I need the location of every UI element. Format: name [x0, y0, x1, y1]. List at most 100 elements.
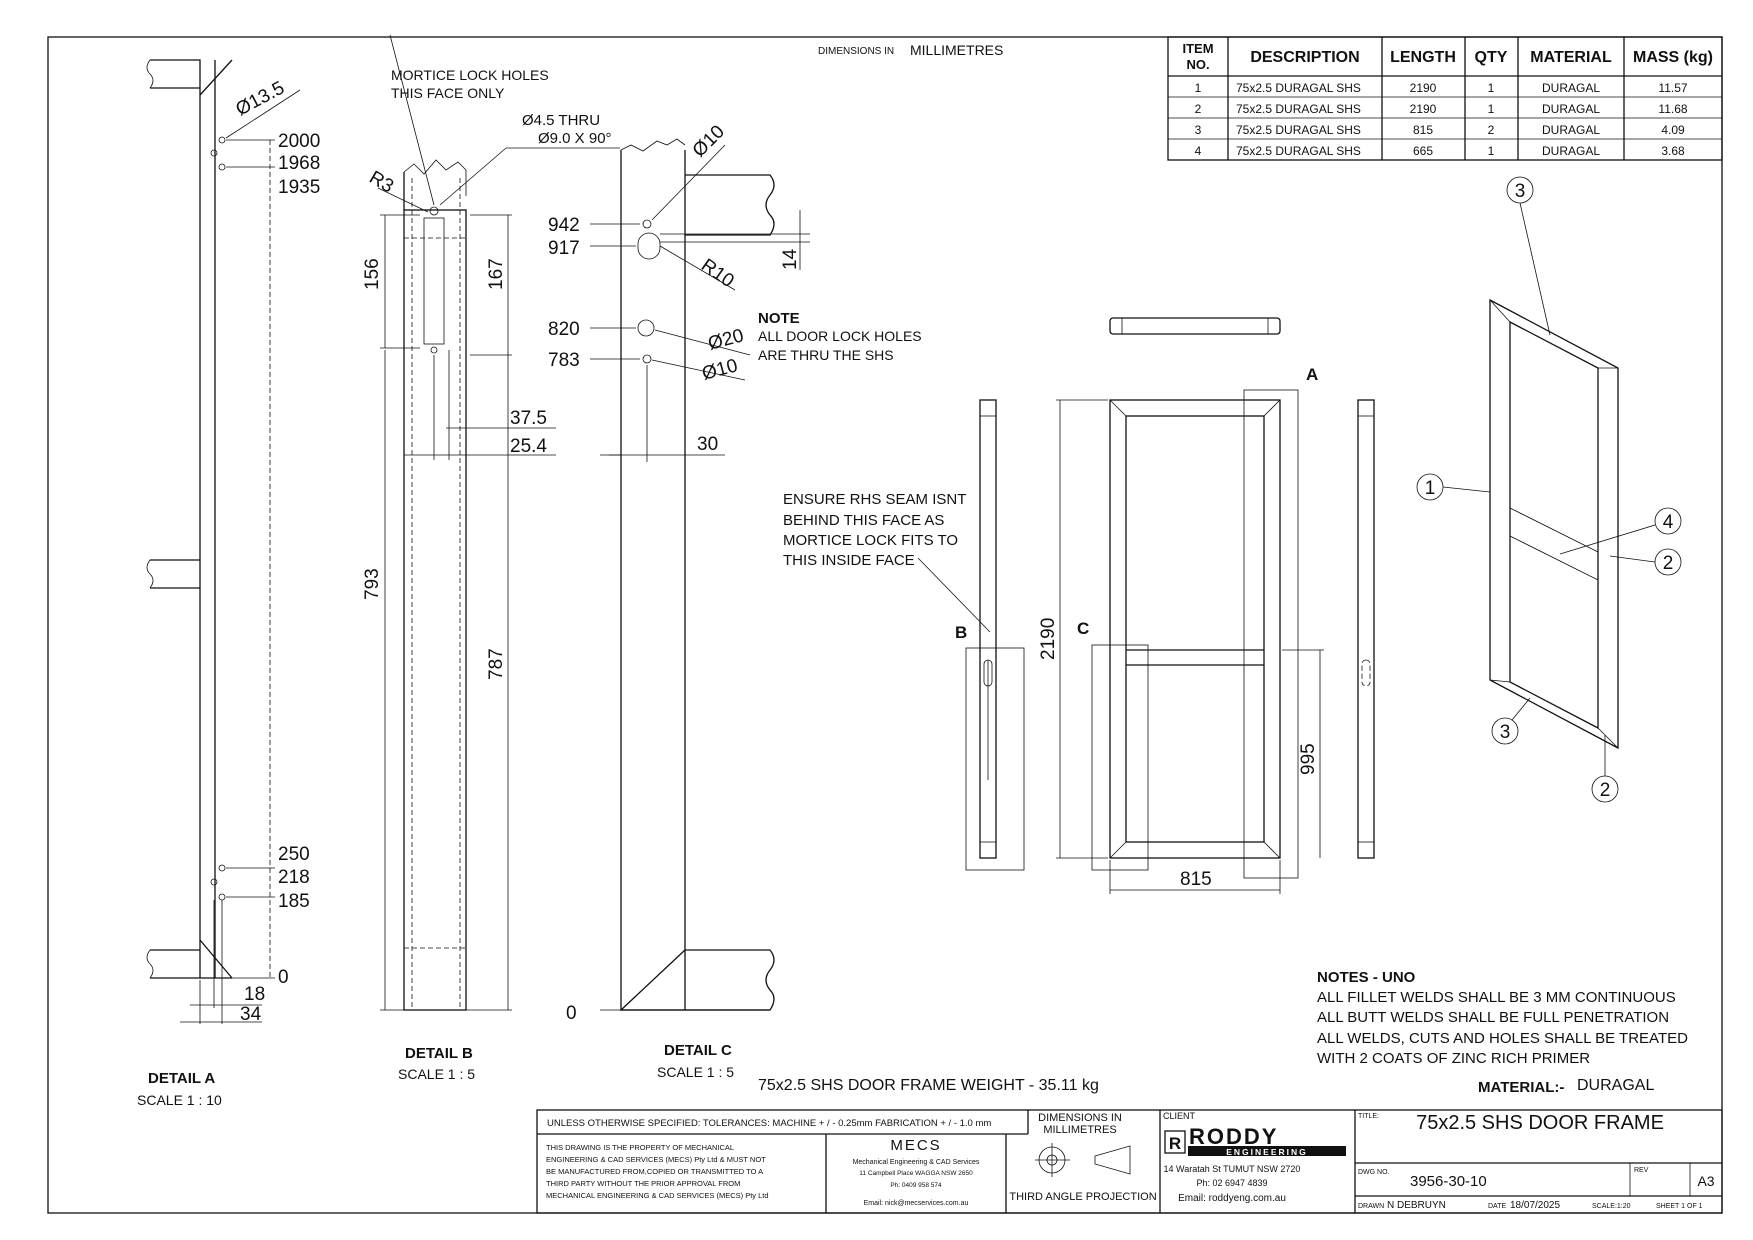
detail-a-dim: 18	[244, 984, 265, 1005]
bom-cell: 11.57	[1658, 81, 1687, 95]
tb-client-label: CLIENT	[1163, 1111, 1196, 1121]
detail-c-dim: 14	[780, 248, 801, 270]
client-addr: 14 Waratah St TUMUT NSW 2720	[1164, 1164, 1301, 1174]
mecs-addr: 11 Campbell Place WAGGA NSW 2650	[859, 1170, 973, 1177]
detail-a: Ø13.5 2000 1968 1935 250 218 185 0 18 34…	[137, 59, 320, 1108]
detail-c-dim: 30	[697, 434, 718, 455]
detail-b-scale: SCALE 1 : 5	[398, 1066, 475, 1082]
detail-c-dim: 942	[548, 215, 580, 236]
tb-drawn-label: DRAWN	[1358, 1203, 1384, 1210]
detail-a-dim: 34	[240, 1004, 262, 1025]
notes-title: NOTES - UNO	[1317, 969, 1416, 986]
tb-title: 75x2.5 SHS DOOR FRAME	[1416, 1112, 1664, 1134]
tb-dwg-label: DWG NO.	[1358, 1169, 1390, 1176]
bom-header-item: ITEM	[1182, 41, 1213, 56]
detail-b-title: DETAIL B	[405, 1045, 473, 1062]
bom-cell: 2	[1195, 102, 1202, 116]
bom-header-material: MATERIAL	[1530, 49, 1612, 66]
detail-a-dim: 218	[278, 867, 310, 888]
bom-cell: 75x2.5 DURAGAL SHS	[1236, 81, 1361, 95]
tb-title-label: TITLE:	[1358, 1113, 1379, 1120]
material-label: MATERIAL:-	[1478, 1079, 1564, 1096]
detail-b: MORTICE LOCK HOLES THIS FACE ONLY Ø4.5 T…	[362, 34, 620, 1082]
view-label-a: A	[1306, 365, 1318, 384]
property-line: THIS DRAWING IS THE PROPERTY OF MECHANIC…	[546, 1143, 734, 1152]
detail-c-dim: 0	[566, 1003, 577, 1024]
tb-dwg-no: 3956-30-10	[1410, 1173, 1487, 1190]
bom-cell: 1	[1488, 102, 1495, 116]
bom-table: ITEM NO. DESCRIPTION LENGTH QTY MATERIAL…	[1167, 36, 1723, 161]
property-line: THIRD PARTY WITHOUT THE PRIOR APPROVAL F…	[546, 1179, 740, 1188]
tb-drawn: N DEBRUYN	[1387, 1200, 1446, 1211]
bom-cell: DURAGAL	[1542, 102, 1600, 116]
bom-cell: 75x2.5 DURAGAL SHS	[1236, 123, 1361, 137]
client-logo	[1164, 1130, 1186, 1154]
property-line: ENGINEERING & CAD SERVICES (MECS) Pty Lt…	[546, 1155, 766, 1164]
client-phone: Ph: 02 6947 4839	[1196, 1178, 1267, 1188]
bom-cell: DURAGAL	[1542, 123, 1600, 137]
view-label-b: B	[955, 623, 967, 642]
detail-a-dim: 185	[278, 891, 310, 912]
notes-uno: NOTES - UNO ALL FILLET WELDS SHALL BE 3 …	[1317, 969, 1688, 1096]
detail-b-note2: THIS FACE ONLY	[391, 85, 505, 101]
frame-dim: 995	[1298, 743, 1319, 775]
client-email: Email: roddyeng.com.au	[1178, 1193, 1286, 1204]
bom-cell: 75x2.5 DURAGAL SHS	[1236, 144, 1361, 158]
tb-size: A3	[1697, 1173, 1714, 1189]
tb-sheet: SHEET 1 OF 1	[1656, 1203, 1703, 1210]
client-logo-letter: R	[1169, 1134, 1181, 1153]
tb-dims-unit: MILLIMETRES	[1043, 1124, 1116, 1136]
isometric-view: 3 1 4 2 3 2	[1416, 176, 1682, 803]
frame-dim: 2190	[1038, 618, 1059, 660]
bom-cell: 4.09	[1661, 123, 1685, 137]
mecs-email: Email: nick@mecservices.com.au	[864, 1200, 969, 1207]
frame-views: ENSURE RHS SEAM ISNT BEHIND THIS FACE AS…	[783, 317, 1375, 894]
seam-note-line: MORTICE LOCK FITS TO	[783, 532, 958, 549]
notes-line: ALL BUTT WELDS SHALL BE FULL PENETRATION	[1317, 1009, 1669, 1026]
dims-prefix: DIMENSIONS IN	[818, 46, 894, 57]
detail-c-dim: 820	[548, 319, 580, 340]
client-logo-name: RODDY	[1189, 1124, 1278, 1149]
bom-cell: 4	[1195, 144, 1202, 158]
dims-unit: MILLIMETRES	[910, 42, 1003, 58]
bom-header-description: DESCRIPTION	[1250, 49, 1359, 66]
bom-cell: 11.68	[1658, 102, 1687, 116]
notes-line: WITH 2 COATS OF ZINC RICH PRIMER	[1317, 1050, 1590, 1067]
detail-b-radius: R3	[366, 167, 398, 197]
mecs-phone: Ph: 0409 958 574	[890, 1182, 942, 1189]
bom-cell: 1	[1488, 81, 1495, 95]
detail-c-scale: SCALE 1 : 5	[657, 1064, 734, 1080]
detail-b-dim: 167	[486, 258, 507, 290]
bom-cell: DURAGAL	[1542, 81, 1600, 95]
detail-a-dim: 1935	[278, 177, 320, 198]
material-value: DURAGAL	[1577, 1077, 1654, 1094]
balloon-number: 4	[1663, 512, 1674, 533]
detail-a-dim: 250	[278, 844, 310, 865]
detail-b-dim: 787	[486, 648, 507, 680]
balloon	[1654, 507, 1682, 535]
seam-note-line: ENSURE RHS SEAM ISNT	[783, 491, 966, 508]
mecs-logo: MECS	[890, 1137, 941, 1154]
mecs-name: Mechanical Engineering & CAD Services	[853, 1159, 980, 1166]
detail-c-dia20: Ø20	[706, 325, 746, 355]
bom-cell: 3.68	[1661, 144, 1685, 158]
frame-dim: 815	[1180, 869, 1212, 890]
bom-header-mass: MASS (kg)	[1633, 49, 1713, 66]
balloon-number: 1	[1425, 478, 1436, 499]
detail-c-dia10: Ø10	[689, 121, 729, 161]
detail-c-note-l1: ALL DOOR LOCK HOLES	[758, 328, 922, 344]
detail-a-scale: SCALE 1 : 10	[137, 1092, 222, 1108]
tb-date-label: DATE	[1488, 1203, 1506, 1210]
property-line: BE MANUFACTURED FROM,COPIED OR TRANSMITT…	[546, 1167, 763, 1176]
balloon-number: 3	[1500, 722, 1511, 743]
detail-c-dia10b: Ø10	[700, 355, 740, 385]
balloon-number: 2	[1663, 553, 1674, 574]
bom-cell: 2	[1488, 123, 1495, 137]
detail-c: 942 917 820 783 0 Ø10 R10 14 Ø20 Ø10 30 …	[548, 121, 922, 1080]
detail-a-dim: 2000	[278, 131, 320, 152]
detail-a-title: DETAIL A	[148, 1070, 215, 1087]
tb-dims-in: DIMENSIONS IN	[1038, 1112, 1122, 1124]
svg-text:NO.: NO.	[1186, 57, 1209, 72]
detail-c-title: DETAIL C	[664, 1042, 732, 1059]
